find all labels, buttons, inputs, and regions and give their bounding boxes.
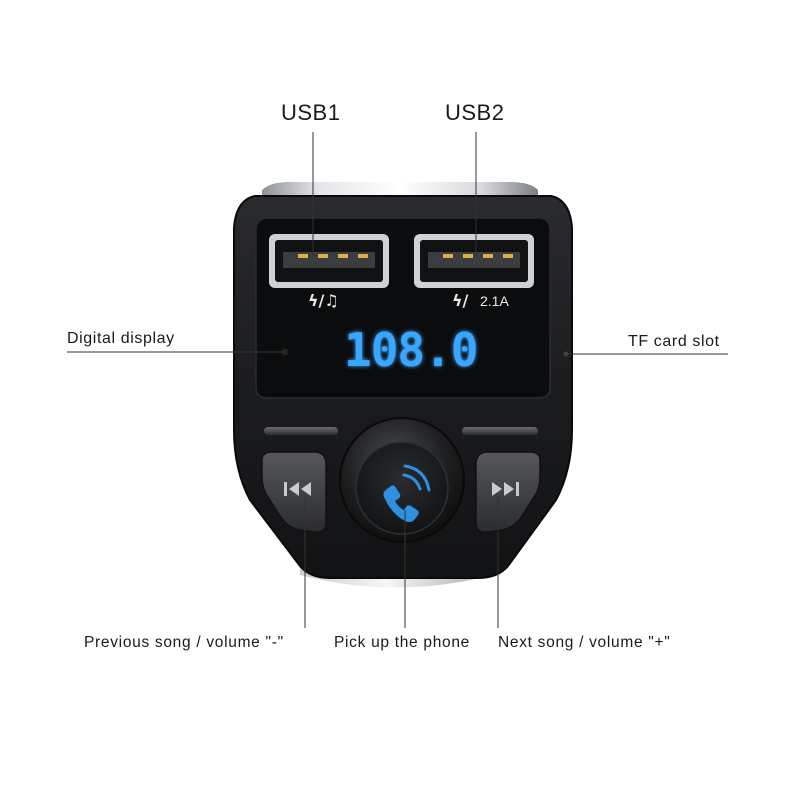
- frequency-display: 108.0: [344, 323, 477, 377]
- right-decor-slot: [462, 427, 538, 435]
- next-track-icon: [492, 482, 519, 496]
- previous-button[interactable]: [261, 451, 327, 534]
- next-button[interactable]: [475, 451, 541, 534]
- silver-top-rim: [262, 182, 538, 198]
- usb1-markings: ϟ/♫: [308, 291, 339, 310]
- previous-song-label: Previous song / volume "-": [84, 634, 284, 651]
- usb2-rating: 2.1A: [480, 293, 509, 309]
- usb2-label: USB2: [445, 100, 505, 125]
- left-decor-slot: [264, 427, 338, 435]
- usb2-markings: ϟ/: [452, 291, 469, 310]
- tf-card-slot-label: TF card slot: [628, 333, 720, 350]
- phone-icon: [383, 464, 431, 523]
- phone-knob-button[interactable]: [339, 417, 465, 543]
- leader-lines: [67, 132, 728, 628]
- pick-up-phone-label: Pick up the phone: [334, 634, 470, 651]
- digital-display-label: Digital display: [67, 330, 175, 347]
- usb1-label: USB1: [281, 100, 341, 125]
- next-song-label: Next song / volume "+": [498, 634, 671, 651]
- previous-track-icon: [284, 482, 311, 496]
- usb1-port: [269, 234, 389, 288]
- usb2-port: [414, 234, 534, 288]
